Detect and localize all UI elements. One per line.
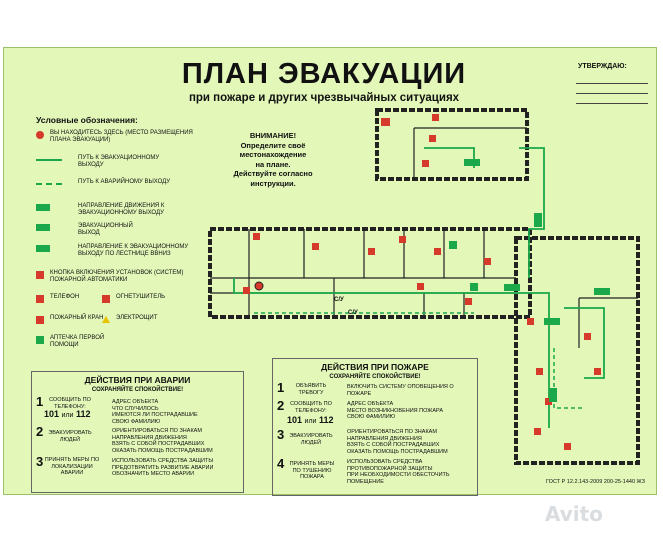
you-are-here-icon	[36, 131, 44, 139]
fire-actions-3: ОРИЕНТИРОВАТЬСЯ ПО ЗНАКАМ НАПРАВЛЕНИЯ ДВ…	[347, 429, 448, 455]
fire-actions-1: ВКЛЮЧИТЬ СИСТЕМУ ОПОВЕЩЕНИЯ О ПОЖАРЕ	[347, 384, 454, 397]
first-aid-icon	[36, 336, 44, 344]
warning-note: ВНИМАНИЕ! Определите своё местонахождени…	[233, 131, 313, 188]
west-wing-walls	[208, 227, 532, 319]
fire-actions-4: ИСПОЛЬЗОВАТЬ СРЕДСТВА ПРОТИВОПОЖАРНОЙ ЗА…	[347, 459, 450, 485]
direction-arrow-icon	[36, 204, 50, 211]
wc-label: С/У	[334, 297, 344, 303]
legend-title: Условные обозначения:	[36, 115, 138, 125]
avito-watermark: Avito	[545, 502, 603, 526]
approve-label: УТВЕРЖДАЮ:	[578, 63, 627, 70]
fire-actions-panel: ДЕЙСТВИЯ ПРИ ПОЖАРЕ СОХРАНЯЙТЕ СПОКОЙСТВ…	[272, 358, 478, 496]
accident-actions-panel: ДЕЙСТВИЯ ПРИ АВАРИИ СОХРАНЯЙТЕ СПОКОЙСТВ…	[31, 371, 244, 493]
accident-actions-2: ОРИЕНТИРОВАТЬСЯ ПО ЗНАКАМ НАПРАВЛЕНИЯ ДВ…	[112, 428, 213, 454]
exit-sign-icon	[36, 224, 50, 231]
fire-hydrant-icon	[36, 316, 44, 324]
plan-title: ПЛАН ЭВАКУАЦИИ	[181, 58, 467, 90]
north-wing-walls	[375, 108, 529, 181]
extinguisher-icon	[102, 295, 110, 303]
approve-line	[576, 93, 648, 94]
stairs-down-icon	[36, 245, 50, 252]
evac-path-icon	[36, 159, 62, 161]
you-are-here-icon	[254, 281, 264, 291]
phone-number: 101 или 112	[287, 415, 334, 425]
evac-path	[233, 278, 550, 428]
emergency-path	[553, 348, 584, 409]
approve-line	[576, 83, 648, 84]
electrical-panel-icon	[102, 316, 110, 323]
gost-label: ГОСТ Р 12.2.143-2009 200-25-1440 ЖЗ	[546, 479, 645, 485]
approve-line	[576, 103, 648, 104]
phone-number: 101 или 112	[44, 409, 91, 419]
phone-icon	[36, 295, 44, 303]
east-hall-walls	[514, 236, 640, 465]
wc-label: С/У	[348, 310, 358, 316]
floor-plan	[208, 108, 640, 465]
evac-path	[519, 147, 545, 278]
evac-path	[564, 307, 605, 379]
evacuation-plan-board: ПЛАН ЭВАКУАЦИИ при пожаре и других чрезв…	[3, 47, 657, 496]
emergency-path-icon	[36, 183, 62, 185]
plan-subtitle: при пожаре и других чрезвычайных ситуаци…	[188, 92, 460, 104]
fire-alarm-button-icon	[36, 271, 44, 279]
